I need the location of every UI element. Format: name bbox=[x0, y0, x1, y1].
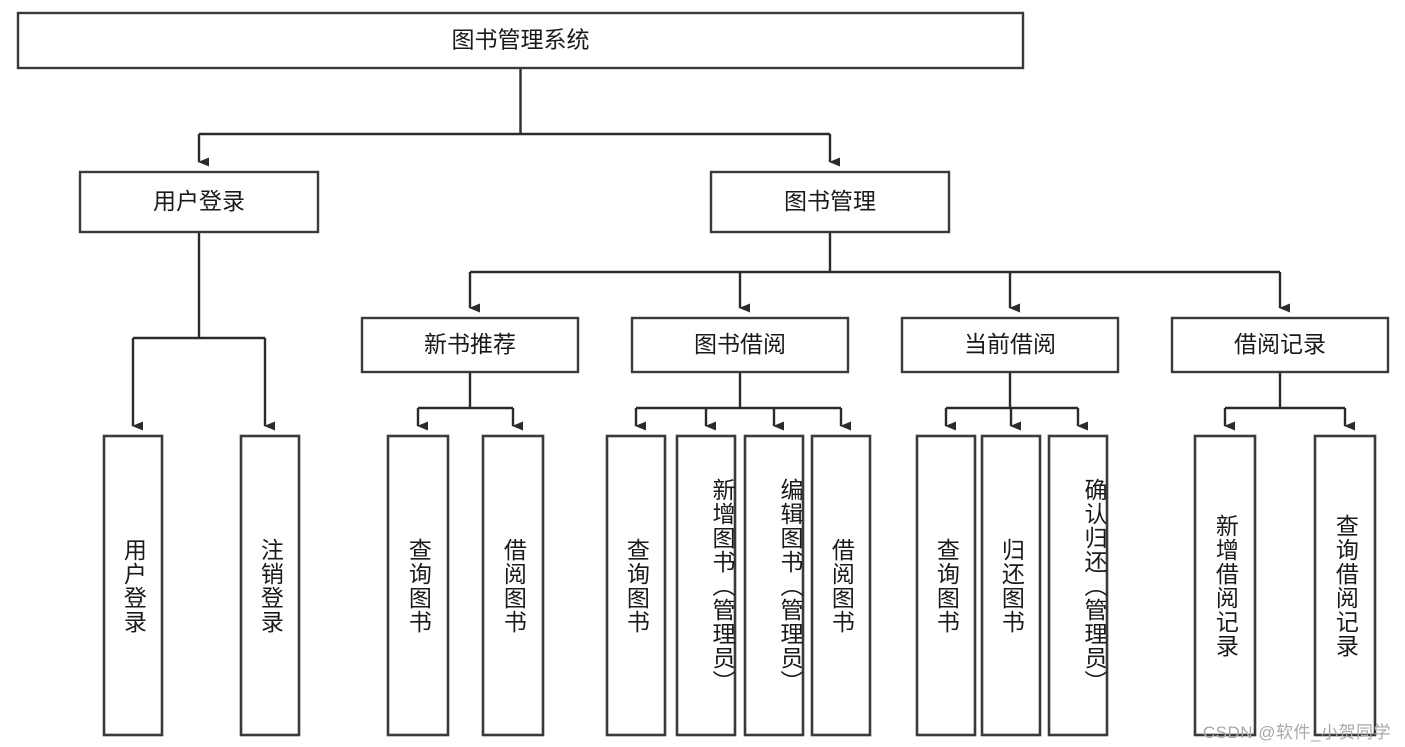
node-label-user-login: 用户登录 bbox=[153, 188, 245, 214]
node-box-current-borrow[interactable] bbox=[900, 316, 1120, 374]
connector-group-book-mgmt bbox=[468, 232, 1290, 313]
connector-group-root bbox=[197, 68, 840, 167]
node-box-book-borrow[interactable] bbox=[630, 316, 850, 374]
connector-group-borrow-record bbox=[1223, 372, 1355, 431]
node-box-leaf-borrow-1[interactable] bbox=[605, 434, 667, 737]
connector-group-borrow bbox=[634, 372, 851, 431]
node-label-new-book-recommend: 新书推荐 bbox=[424, 331, 516, 357]
node-box-leaf-new-book-2[interactable] bbox=[481, 434, 545, 737]
node-box-leaf-borrow-2[interactable] bbox=[675, 434, 737, 737]
node-box-root[interactable] bbox=[16, 11, 1025, 70]
node-box-leaf-record-1[interactable] bbox=[1193, 434, 1257, 737]
node-label-root: 图书管理系统 bbox=[452, 27, 590, 53]
connector-group-current-borrow bbox=[944, 372, 1088, 431]
node-box-leaf-current-3[interactable] bbox=[1047, 434, 1109, 737]
node-label-current-borrow: 当前借阅 bbox=[964, 331, 1056, 357]
node-box-leaf-current-1[interactable] bbox=[915, 434, 977, 737]
node-box-leaf-borrow-4[interactable] bbox=[810, 434, 872, 737]
connector-group-new-book bbox=[416, 372, 523, 431]
node-box-leaf-user-login-1[interactable] bbox=[102, 434, 164, 737]
node-box-book-management[interactable] bbox=[709, 170, 951, 234]
node-label-borrow-record: 借阅记录 bbox=[1234, 331, 1326, 357]
csdn-watermark: CSDN @软件_小贺同学 bbox=[1202, 723, 1391, 742]
node-label-book-borrow: 图书借阅 bbox=[694, 331, 786, 357]
connector-group-user-login bbox=[131, 232, 275, 431]
node-box-leaf-current-2[interactable] bbox=[980, 434, 1042, 737]
node-box-borrow-record[interactable] bbox=[1170, 316, 1390, 374]
node-box-leaf-borrow-3[interactable] bbox=[743, 434, 805, 737]
node-box-leaf-user-login-2[interactable] bbox=[239, 434, 301, 737]
node-box-leaf-new-book-1[interactable] bbox=[386, 434, 450, 737]
node-box-leaf-record-2[interactable] bbox=[1313, 434, 1377, 737]
node-box-new-book-recommend[interactable] bbox=[360, 316, 580, 374]
node-label-book-management: 图书管理 bbox=[784, 188, 876, 214]
node-box-user-login[interactable] bbox=[78, 170, 320, 234]
